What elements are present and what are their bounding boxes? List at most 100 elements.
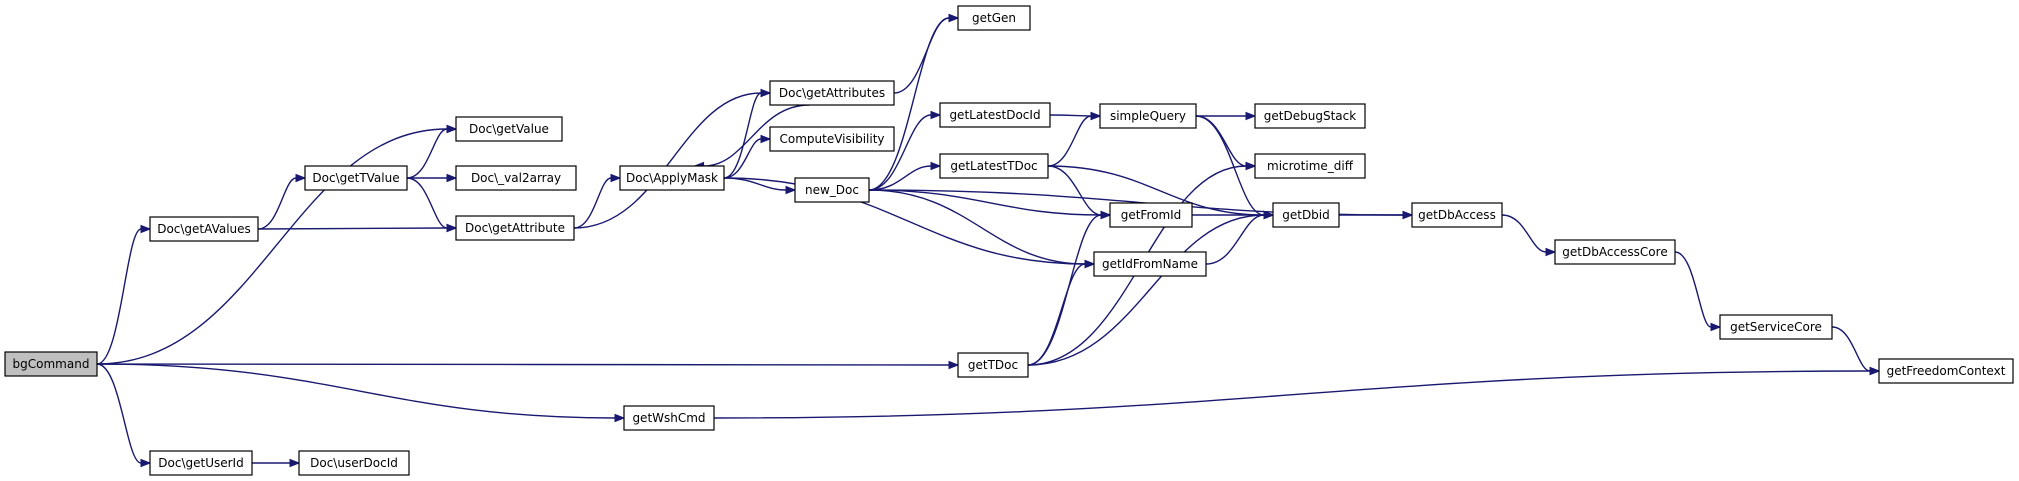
node-label: Doc\getAValues (157, 222, 251, 236)
node-label: getDebugStack (1264, 109, 1356, 123)
node-getuserid[interactable]: Doc\getUserId (149, 450, 253, 476)
arrowhead (1869, 366, 1881, 376)
node-getvalue[interactable]: Doc\getValue (455, 116, 563, 142)
node-getdbaccess[interactable]: getDbAccess (1411, 202, 1503, 228)
node-getdbaccesscore[interactable]: getDbAccessCore (1554, 239, 1676, 265)
arrowhead (948, 360, 960, 370)
node-gettvalue[interactable]: Doc\getTValue (304, 165, 408, 191)
edge-line (723, 177, 787, 191)
arrowhead (1263, 210, 1275, 220)
arrowhead (760, 134, 772, 144)
edge-getdbaccesscore-to-getservicecore (1674, 251, 1722, 332)
node-box (1719, 314, 1833, 340)
node-label: getDbid (1282, 208, 1330, 222)
node-userdocid[interactable]: Doc\userDocId (298, 450, 410, 476)
node-label: bgCommand (13, 357, 90, 371)
node-gettdoc[interactable]: getTDoc (957, 352, 1029, 378)
arrowhead (930, 110, 942, 120)
arrowhead (295, 173, 307, 183)
edge-line (1047, 165, 1102, 216)
edge-getdbaccess-to-getdbaccesscore (1501, 214, 1557, 257)
edge-bgcommand-to-getavalues (96, 224, 152, 365)
edge-line (1027, 263, 1086, 366)
node-box (1099, 103, 1197, 129)
node-getdbid[interactable]: getDbid (1272, 202, 1340, 228)
node-getfromid[interactable]: getFromId (1109, 202, 1193, 228)
edge-line (96, 363, 616, 419)
edge-getattribute-to-getattributes (573, 88, 772, 229)
node-computevisibility[interactable]: ComputeVisibility (769, 126, 895, 152)
node-getfreedomcontext[interactable]: getFreedomContext (1878, 358, 2014, 384)
node-getservicecore[interactable]: getServiceCore (1719, 314, 1833, 340)
node-microtime-diff[interactable]: microtime_diff (1254, 153, 1366, 179)
edge-line (1027, 214, 1102, 366)
node-label: Doc\userDocId (310, 456, 398, 470)
node-box (1109, 202, 1193, 228)
node-getdebugstack[interactable]: getDebugStack (1254, 103, 1366, 129)
node-label: simpleQuery (1110, 109, 1186, 123)
edge-gettvalue-to-getvalue (406, 124, 458, 179)
node-bgcommand[interactable]: bgCommand (4, 351, 98, 377)
edge-line (868, 17, 950, 191)
edge-getavalues-to-gettvalue (257, 173, 307, 230)
node-getlatestdocid[interactable]: getLatestDocId (939, 102, 1051, 128)
node-label: ComputeVisibility (779, 132, 884, 146)
node-getwshcmd[interactable]: getWshCmd (623, 405, 715, 431)
node-getattribute[interactable]: Doc\getAttribute (455, 215, 575, 241)
edge-gettdoc-to-getidfromname (1027, 259, 1096, 366)
node-label: getLatestDocId (949, 108, 1040, 122)
node-val2array[interactable]: Doc\_val2array (455, 165, 577, 191)
node-box (957, 352, 1029, 378)
node-getlatesttdoc[interactable]: getLatestTDoc (939, 153, 1049, 179)
arrowhead (446, 173, 458, 183)
arrowhead (1245, 161, 1257, 171)
arrowhead (140, 458, 152, 468)
node-label: Doc\getValue (469, 122, 549, 136)
node-getavalues[interactable]: Doc\getAValues (149, 216, 259, 242)
edge-getwshcmd-to-getfreedomcontext (713, 366, 1881, 419)
edge-new-doc-to-getlatestdocid (868, 110, 942, 191)
arrowhead (948, 13, 960, 23)
node-box (939, 153, 1049, 179)
edge-gettvalue-to-val2array (407, 173, 458, 183)
edge-getuserid-to-userdocid (252, 458, 301, 468)
arrowhead (446, 124, 458, 134)
edge-applymask-to-getattributes (723, 88, 772, 179)
arrowhead (446, 223, 458, 233)
node-box (1272, 202, 1340, 228)
node-box (794, 177, 870, 203)
edge-line (257, 227, 448, 230)
node-box (769, 80, 895, 106)
edge-bgcommand-to-gettdoc (96, 360, 960, 370)
edge-gettvalue-to-getattribute (406, 177, 458, 233)
edge-line (257, 177, 297, 230)
edge-applymask-to-computevisibility (723, 134, 772, 179)
edge-getdbid-to-getdbaccess (1339, 210, 1414, 220)
edge-line (1501, 214, 1547, 253)
edge-line (1195, 115, 1265, 216)
node-simplequery[interactable]: simpleQuery (1099, 103, 1197, 129)
edge-simplequery-to-microtime-diff (1195, 115, 1257, 171)
arrowhead (610, 173, 622, 183)
node-box (1254, 103, 1366, 129)
node-new-doc[interactable]: new_Doc (794, 177, 870, 203)
node-label: Doc\ApplyMask (626, 171, 718, 185)
edge-getlatesttdoc-to-simplequery (1047, 111, 1102, 167)
node-box (304, 165, 408, 191)
arrowhead (1710, 322, 1722, 332)
node-box (769, 126, 895, 152)
edge-line (573, 92, 762, 229)
node-label: getIdFromName (1102, 257, 1198, 271)
node-box (957, 5, 1031, 31)
edge-line (723, 138, 762, 179)
node-getattributes[interactable]: Doc\getAttributes (769, 80, 895, 106)
node-getgen[interactable]: getGen (957, 5, 1031, 31)
edge-line (573, 177, 612, 229)
edge-line (723, 177, 1086, 265)
node-applymask[interactable]: Doc\ApplyMask (619, 165, 725, 191)
node-label: Doc\_val2array (471, 171, 561, 185)
node-box (1554, 239, 1676, 265)
edge-getservicecore-to-getfreedomcontext (1831, 326, 1881, 376)
arrowhead (1402, 210, 1414, 220)
node-getidfromname[interactable]: getIdFromName (1093, 251, 1207, 277)
